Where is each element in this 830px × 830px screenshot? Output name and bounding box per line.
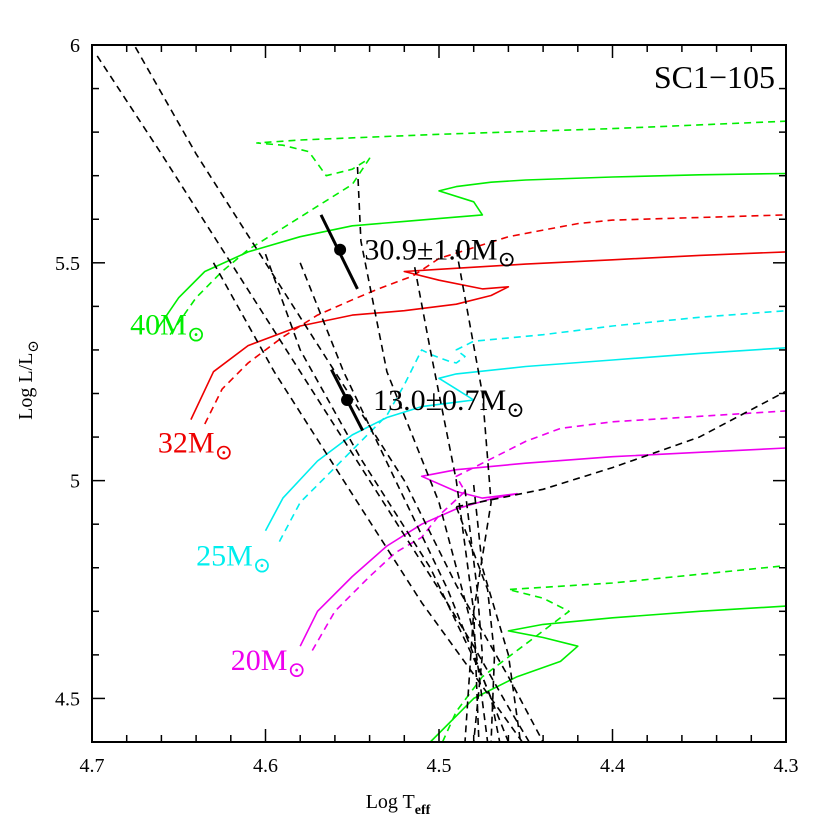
axis-ticks: 4.7 4.6 4.5 4.4 4.3 4.5 5 5.5 6	[55, 35, 799, 777]
star-mass-label: 30.9±1.0M⊙	[364, 234, 516, 272]
isochrone-line-10	[96, 55, 530, 743]
isochrone-line-17	[455, 249, 492, 743]
track-label: 20M⊙	[231, 644, 306, 682]
annotations: 40M⊙ 32M⊙ 25M⊙ 20M⊙ 30.9±1.0M⊙ 13.0±0.7M⊙	[130, 214, 525, 682]
star-mass-label: 13.0±0.7M⊙	[373, 384, 525, 422]
plot-area	[96, 46, 787, 743]
star-point	[341, 394, 354, 407]
track-solid-2	[190, 251, 787, 420]
track-solid-6	[299, 447, 787, 647]
y-tick-label: 5	[70, 471, 80, 493]
chart-title: SC1−105	[654, 59, 775, 95]
track-solid-0	[157, 172, 787, 329]
track-solid-4	[264, 347, 787, 532]
track-dashed-5	[278, 309, 787, 542]
track-label: 32M⊙	[158, 426, 233, 464]
track-solid-8	[429, 605, 787, 743]
y-axis-label: Log L/L⊙	[15, 340, 42, 420]
track-dashed-1	[169, 120, 787, 336]
isochrone-line-20	[472, 484, 522, 743]
y-tick-label: 4.5	[55, 688, 80, 710]
x-tick-label: 4.4	[600, 755, 625, 777]
y-tick-label: 5.5	[55, 253, 80, 275]
x-tick-label: 4.3	[774, 755, 799, 777]
isochrone-line-13	[264, 253, 510, 743]
track-dashed-9	[441, 564, 787, 743]
isochrone-line-21	[456, 390, 787, 508]
star-point	[334, 243, 347, 256]
x-tick-label: 4.7	[80, 755, 105, 777]
track-label: 25M⊙	[196, 540, 271, 578]
track-label: 40M⊙	[130, 309, 205, 347]
x-axis-label: Log Teff	[366, 791, 431, 818]
isochrone-line-19	[464, 489, 484, 743]
isochrone-line-11	[134, 46, 544, 743]
isochrone-line-16	[413, 267, 480, 743]
track-dashed-3	[204, 214, 787, 425]
isochrone-line-15	[356, 166, 489, 743]
y-tick-label: 6	[70, 35, 80, 57]
isochrone-line-18	[455, 506, 496, 743]
x-tick-label: 4.6	[253, 755, 278, 777]
x-tick-label: 4.5	[427, 755, 452, 777]
isochrone-line-12	[212, 262, 523, 743]
